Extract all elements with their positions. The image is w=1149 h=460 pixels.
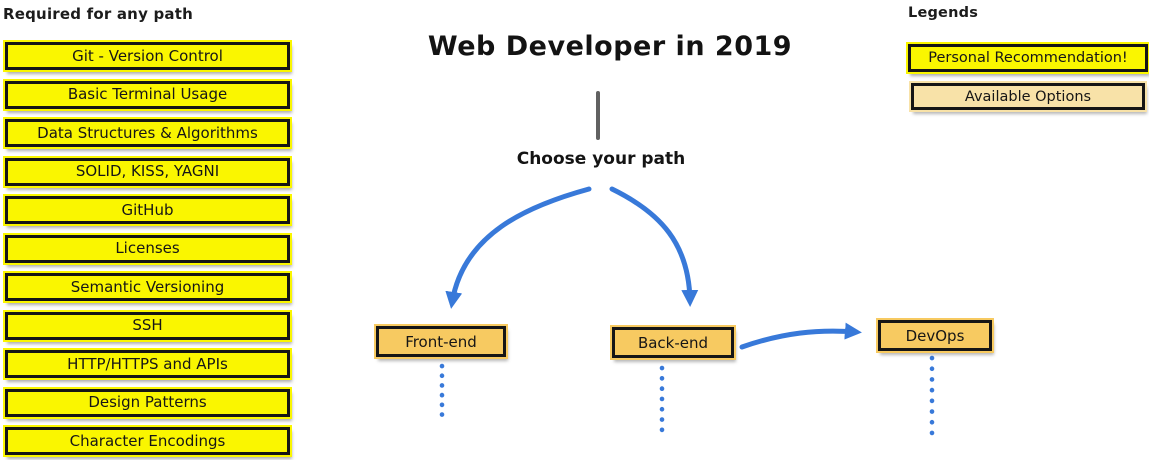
choose-your-path-label: Choose your path [516,149,686,169]
node-devops: DevOps [878,320,992,351]
page-title: Web Developer in 2019 [427,31,793,62]
required-item-http-https-apis: HTTP/HTTPS and APIs [5,350,290,378]
node-front-end: Front-end [376,326,506,357]
required-item-data-structures-algorithms: Data Structures & Algorithms [5,119,290,147]
required-item-design-patterns: Design Patterns [5,388,290,417]
arrow-back-end-to-devops [739,322,862,350]
arrow-to-back-end [609,186,699,307]
arrow-to-front-end [445,186,592,309]
required-list: Git - Version Control Basic Terminal Usa… [5,42,290,455]
required-section-heading: Required for any path [3,5,193,23]
required-item-solid-kiss-yagni: SOLID, KISS, YAGNI [5,157,290,186]
required-item-licenses: Licenses [5,234,290,263]
legend-available-options: Available Options [911,83,1145,110]
required-item-ssh: SSH [5,311,290,340]
legend-personal-recommendation: Personal Recommendation! [908,44,1148,72]
required-item-semantic-versioning: Semantic Versioning [5,273,290,301]
required-item-git-version-control: Git - Version Control [5,42,290,70]
stem-line [596,91,600,140]
required-item-character-encodings: Character Encodings [5,427,290,455]
required-item-basic-terminal-usage: Basic Terminal Usage [5,80,290,109]
node-back-end: Back-end [612,327,734,358]
legends-heading: Legends [908,5,979,21]
required-item-github: GitHub [5,196,290,224]
